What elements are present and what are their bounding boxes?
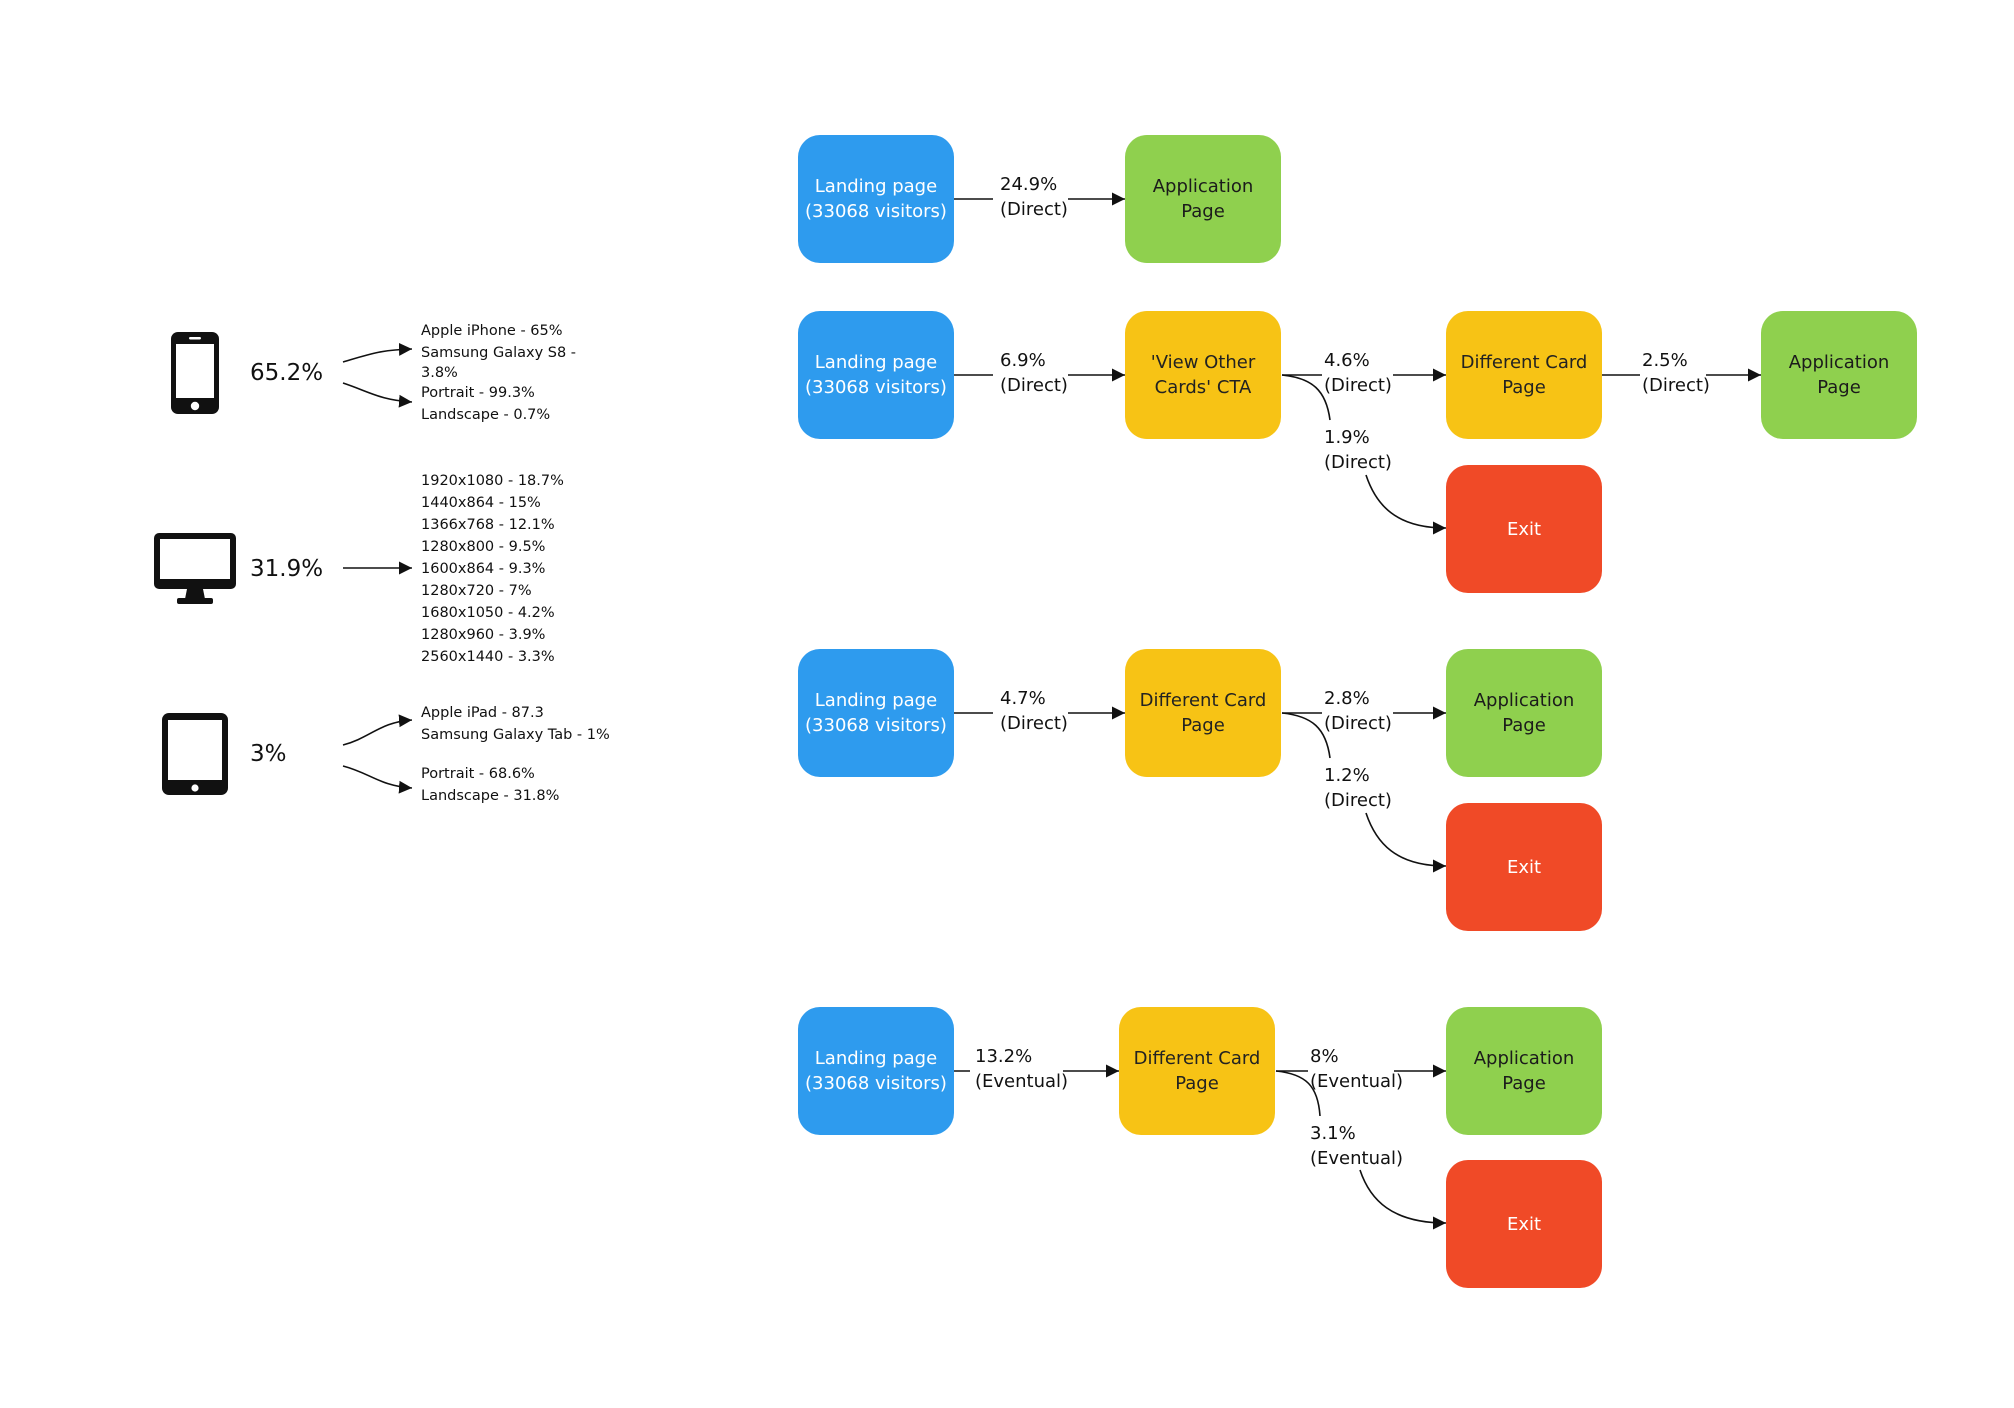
list-item: Samsung Galaxy Tab - 1% xyxy=(421,727,610,743)
list-item: 1680x1050 - 4.2% xyxy=(421,605,555,621)
f3-edge-label-diff-app: 2.8% (Direct) xyxy=(1324,688,1392,734)
list-item: 1920x1080 - 18.7% xyxy=(421,473,564,489)
f3-application-node[interactable]: Application Page xyxy=(1446,649,1602,777)
f1-landing-node[interactable]: Landing page (33068 visitors) xyxy=(798,135,954,263)
f3-exit-node[interactable]: Exit xyxy=(1446,803,1602,931)
mobile-orientation-list: Portrait - 99.3% Landscape - 0.7% xyxy=(421,382,550,426)
f2-view-other-cards-cta-node[interactable]: 'View Other Cards' CTA xyxy=(1125,311,1281,439)
list-item: 1600x864 - 9.3% xyxy=(421,561,546,577)
list-item: Landscape - 0.7% xyxy=(421,407,551,423)
list-item: 1366x768 - 12.1% xyxy=(421,517,555,533)
desktop-percent: 31.9% xyxy=(250,556,324,582)
f2-edge-label-diff-app: 2.5% (Direct) xyxy=(1642,350,1710,396)
f3-different-card-node[interactable]: Different Card Page xyxy=(1125,649,1281,777)
list-item: Portrait - 99.3% xyxy=(421,385,535,401)
tablet-orientation-list: Portrait - 68.6% Landscape - 31.8% xyxy=(421,763,559,807)
list-item: 1280x720 - 7% xyxy=(421,583,532,599)
arrow-tablet-models xyxy=(342,714,413,746)
f2-landing-node[interactable]: Landing page (33068 visitors) xyxy=(798,311,954,439)
mobile-model-list: Apple iPhone - 65% Samsung Galaxy S8 - 3… xyxy=(421,320,576,384)
f1-application-node[interactable]: Application Page xyxy=(1125,135,1281,263)
f3-edge-label-landing-diff: 4.7% (Direct) xyxy=(1000,688,1068,734)
f2-edge-label-landing-cta: 6.9% (Direct) xyxy=(1000,350,1068,396)
f4-edge-label-diff-app: 8% (Eventual) xyxy=(1310,1046,1404,1092)
f2-edge-label-cta-diff: 4.6% (Direct) xyxy=(1324,350,1392,396)
f3-landing-node[interactable]: Landing page (33068 visitors) xyxy=(798,649,954,777)
f4-edge-label-diff-exit: 3.1% (Eventual) xyxy=(1310,1123,1404,1169)
list-item: 1280x960 - 3.9% xyxy=(421,627,546,643)
f4-edge-label-landing-diff: 13.2% (Eventual) xyxy=(975,1046,1069,1092)
arrow-mobile-orientation xyxy=(342,382,413,408)
list-item: Landscape - 31.8% xyxy=(421,788,560,804)
list-item: Samsung Galaxy S8 - xyxy=(421,345,577,361)
f2-different-card-node[interactable]: Different Card Page xyxy=(1446,311,1602,439)
list-item: Apple iPhone - 65% xyxy=(421,323,563,339)
f2-application-node[interactable]: Application Page xyxy=(1761,311,1917,439)
arrow-tablet-orientation xyxy=(342,765,413,794)
list-item: Portrait - 68.6% xyxy=(421,766,535,782)
smartphone-icon xyxy=(171,332,219,414)
arrow-mobile-models xyxy=(342,342,413,363)
tablet-icon xyxy=(162,713,228,795)
edge-f2-cta-to-exit xyxy=(1281,374,1446,528)
f4-application-node[interactable]: Application Page xyxy=(1446,1007,1602,1135)
edge-f3-diff-to-exit xyxy=(1281,712,1446,866)
f4-landing-node[interactable]: Landing page (33068 visitors) xyxy=(798,1007,954,1135)
f4-different-card-node[interactable]: Different Card Page xyxy=(1119,1007,1275,1135)
list-item: 1440x864 - 15% xyxy=(421,495,541,511)
list-item: Apple iPad - 87.3 xyxy=(421,705,544,721)
tablet-model-list: Apple iPad - 87.3 Samsung Galaxy Tab - 1… xyxy=(421,702,610,746)
list-item: 1280x800 - 9.5% xyxy=(421,539,546,555)
desktop-resolution-list: 1920x1080 - 18.7% 1440x864 - 15% 1366x76… xyxy=(421,470,564,668)
desktop-monitor-icon xyxy=(154,533,236,604)
f2-exit-node[interactable]: Exit xyxy=(1446,465,1602,593)
tablet-percent: 3% xyxy=(250,741,287,767)
mobile-percent: 65.2% xyxy=(250,360,324,386)
list-item: 2560x1440 - 3.3% xyxy=(421,649,555,665)
edge-f4-diff-to-exit xyxy=(1275,1070,1446,1223)
f3-edge-label-diff-exit: 1.2% (Direct) xyxy=(1324,765,1392,811)
list-item: 3.8% xyxy=(421,365,458,381)
f4-exit-node[interactable]: Exit xyxy=(1446,1160,1602,1288)
f2-edge-label-cta-exit: 1.9% (Direct) xyxy=(1324,427,1392,473)
f1-edge-label-landing-app: 24.9% (Direct) xyxy=(1000,174,1068,220)
